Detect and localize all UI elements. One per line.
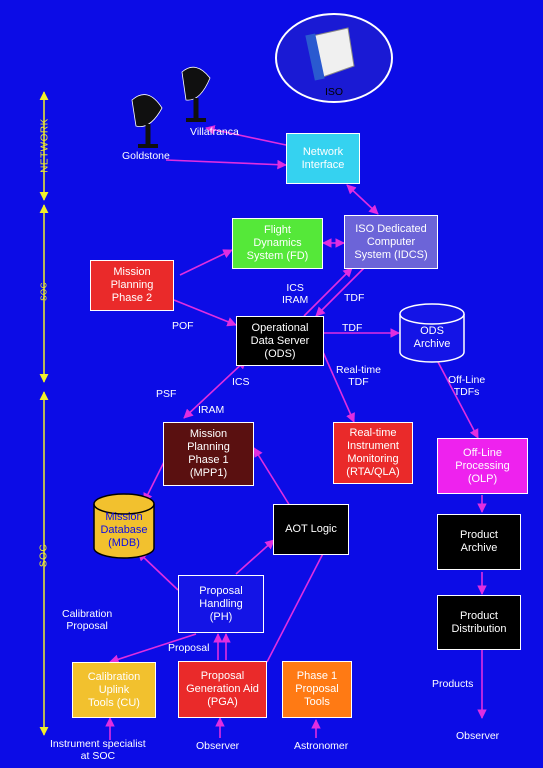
label-calibration-proposal: Calibration Proposal [62, 608, 113, 632]
mission-database-label[interactable]: Mission Database (MDB) [100, 510, 148, 549]
label-astronomer: Astronomer [294, 740, 349, 752]
ods-box[interactable]: Operational Data Server (ODS) [236, 316, 324, 366]
mission-planning-1-box[interactable]: Mission Planning Phase 1 (MPP1) [163, 422, 254, 486]
product-archive-box[interactable]: Product Archive [437, 514, 521, 570]
label-ics: ICS [232, 376, 250, 388]
product-distribution-box[interactable]: Product Distribution [437, 595, 521, 650]
label-realtime-tdf: Real-time TDF [336, 364, 381, 388]
label-pof: POF [172, 320, 194, 332]
idcs-box[interactable]: ISO Dedicated Computer System (IDCS) [344, 215, 438, 269]
connection-arrows [105, 125, 487, 740]
network-interface-box[interactable]: Network Interface [286, 133, 360, 184]
label-psf: PSF [156, 388, 177, 400]
label-products: Products [432, 678, 474, 690]
iso-satellite-icon [275, 13, 393, 103]
flight-dynamics-box[interactable]: Flight Dynamics System (FD) [232, 218, 323, 269]
ods-archive-cylinder [399, 303, 465, 363]
goldstone-antenna-icon [131, 94, 163, 148]
goldstone-label: Goldstone [122, 150, 170, 162]
label-ics-iram-top: ICS IRAM [282, 282, 309, 306]
ods-archive-label[interactable]: ODS Archive [413, 325, 451, 350]
olp-box[interactable]: Off-Line Processing (OLP) [437, 438, 528, 494]
mission-database-cylinder [93, 493, 155, 559]
label-observer-left: Observer [196, 740, 240, 752]
label-instrument-specialist: Instrument specialist at SOC [50, 738, 146, 762]
label-tdf-top: TDF [344, 292, 365, 304]
label-observer-right: Observer [456, 730, 500, 742]
calibration-tools-box[interactable]: Calibration Uplink Tools (CU) [72, 662, 156, 718]
villafranca-antenna-icon [181, 66, 211, 122]
villafranca-label: Villafranca [190, 126, 239, 138]
mission-planning-2-box[interactable]: Mission Planning Phase 2 [90, 260, 174, 311]
label-proposal: Proposal [168, 642, 210, 654]
label-iram: IRAM [198, 404, 225, 416]
label-offline-tdfs: Off-Line TDFs [448, 374, 486, 398]
phase1-tools-box[interactable]: Phase 1 Proposal Tools [282, 661, 352, 718]
label-tdf-right: TDF [342, 322, 363, 334]
aot-logic-box[interactable]: AOT Logic [273, 504, 349, 555]
pga-box[interactable]: Proposal Generation Aid (PGA) [178, 661, 267, 718]
satellite-label: ISO [324, 86, 344, 98]
section-label-network: NETWORK [39, 118, 51, 173]
section-label-soc-lower: SOC [38, 543, 50, 568]
section-label-soc-upper: SOC [39, 282, 49, 301]
rta-qla-box[interactable]: Real-time Instrument Monitoring (RTA/QLA… [333, 422, 413, 484]
proposal-handling-box[interactable]: Proposal Handling (PH) [178, 575, 264, 633]
